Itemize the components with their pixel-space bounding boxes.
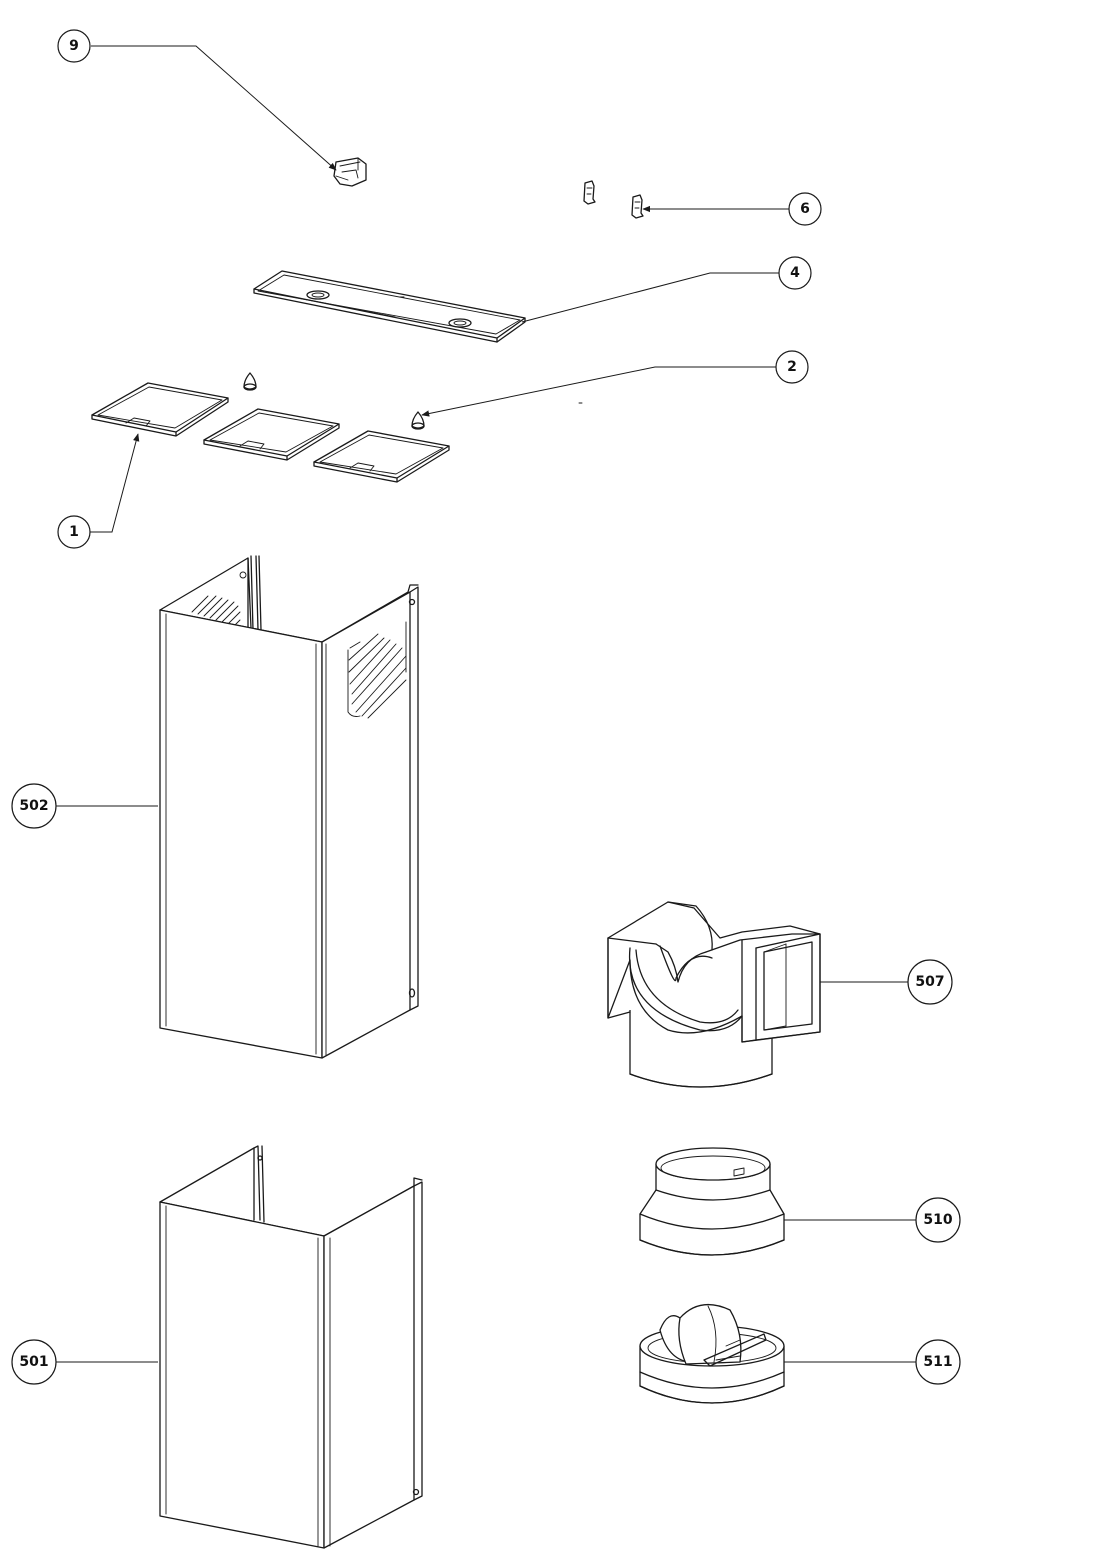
callout-510-label: 510 [923,1212,952,1228]
part-1-filters [91,382,450,483]
callout-511: 511 [784,1339,961,1385]
callout-507-label: 507 [915,974,944,990]
callout-2-label: 2 [787,359,797,375]
part-511-backdraft-valve [639,1303,785,1404]
callout-510: 510 [784,1197,961,1243]
part-510-reducer [639,1147,785,1256]
callout-1-label: 1 [69,524,79,540]
part-4-plate [253,270,526,343]
callout-6: 6 [642,192,822,226]
part-6-clips [583,180,644,219]
callout-2: 2 [421,350,809,417]
callout-9: 9 [57,29,337,171]
callout-507: 507 [820,959,953,1005]
callout-502: 502 [11,783,158,829]
callout-501-label: 501 [19,1354,48,1370]
callout-6-label: 6 [800,201,810,217]
part-9-bracket [333,157,367,187]
part-507-duct-adapter [607,901,821,1088]
callout-502-label: 502 [19,798,48,814]
callout-4-label: 4 [790,265,800,281]
callout-511-label: 511 [923,1354,952,1370]
callout-4: 4 [521,256,812,323]
part-502-upper-chimney [159,555,419,1059]
callout-501: 501 [11,1339,158,1385]
callout-9-label: 9 [69,38,79,54]
part-501-lower-chimney [159,1145,423,1549]
callout-1: 1 [57,433,140,549]
part-2-knobs [243,372,583,430]
